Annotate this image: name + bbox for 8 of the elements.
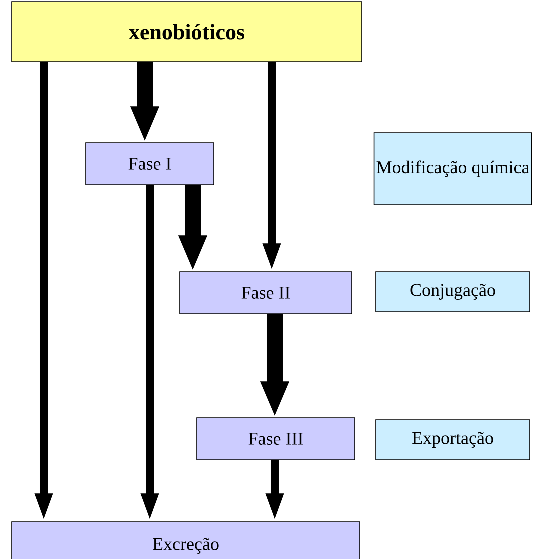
phase-box: Fase II: [180, 272, 352, 314]
phase-box: Fase I: [86, 142, 214, 186]
title-box: xenobióticos: [12, 2, 362, 62]
description-box: Exportação: [376, 420, 530, 460]
excretion-box: Excreção: [12, 522, 360, 559]
description-box: Modificação química: [374, 132, 532, 206]
description-box: Conjugação: [376, 272, 530, 312]
phase-box: Fase III: [196, 418, 356, 460]
